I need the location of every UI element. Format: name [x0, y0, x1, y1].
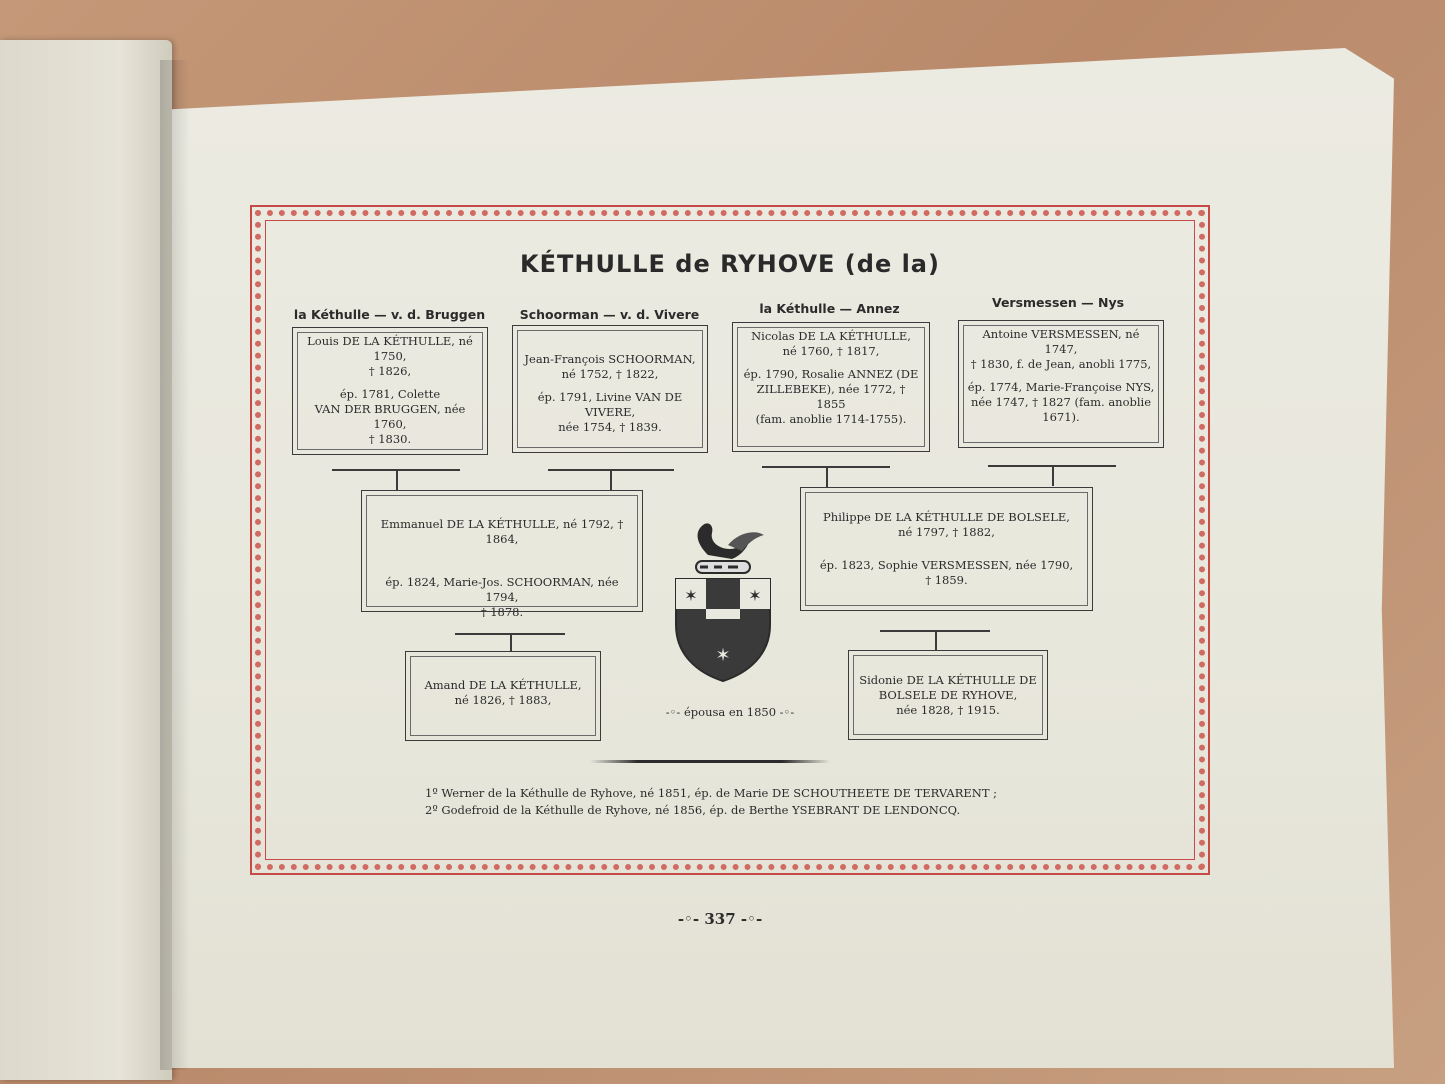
- page-title: KÉTHULLE de RYHOVE (de la): [520, 250, 940, 278]
- box-line: Antoine VERSMESSEN, né 1747,: [982, 327, 1140, 356]
- box-line: ZILLEBEKE), née 1772, † 1855: [756, 382, 906, 411]
- box-line: né 1760, † 1817,: [782, 344, 880, 358]
- coat-of-arms-icon: ✶ ✶ ✶: [675, 523, 771, 683]
- left-page: [0, 40, 172, 1080]
- box-line: † 1830.: [368, 432, 412, 446]
- couple-heading-2: Schoorman — v. d. Vivere: [519, 307, 700, 322]
- connector-stem: [826, 467, 828, 487]
- box-line: Jean-François SCHOORMAN,: [524, 352, 696, 366]
- box-line: ép. 1791, Livine VAN DE VIVERE,: [537, 390, 683, 419]
- box-line: née 1747, † 1827 (fam. anoblie: [970, 395, 1152, 409]
- box-line: Louis DE LA KÉTHULLE, né 1750,: [307, 334, 473, 363]
- box-line: Nicolas DE LA KÉTHULLE,: [751, 329, 911, 343]
- box-line: né 1826, † 1883,: [454, 693, 552, 707]
- decorative-border-pattern: [255, 210, 1205, 870]
- box-line: née 1754, † 1839.: [558, 420, 662, 434]
- child-box-emmanuel: Emmanuel DE LA KÉTHULLE, né 1792, † 1864…: [361, 490, 643, 619]
- svg-text:✶: ✶: [748, 586, 761, 605]
- box-line: † 1859.: [925, 573, 968, 587]
- couple-box-versmessen-nys: Antoine VERSMESSEN, né 1747, † 1830, f. …: [958, 320, 1164, 448]
- decorative-divider: [590, 760, 830, 763]
- connector-stem: [510, 634, 512, 652]
- couple-heading-3: la Kéthulle — Annez: [759, 301, 900, 316]
- box-line: BOLSELE DE RYHOVE,: [878, 688, 1018, 702]
- decorative-border-outer: [250, 205, 1210, 875]
- box-line: † 1878.: [480, 605, 524, 619]
- box-line: ép. 1823, Sophie VERSMESSEN, née 1790,: [819, 558, 1074, 572]
- grandchild-box-amand: Amand DE LA KÉTHULLE, né 1826, † 1883,: [405, 651, 601, 741]
- descendant-line-1: 1º Werner de la Kéthulle de Ryhove, né 1…: [425, 786, 998, 800]
- book-spine-shadow: [160, 60, 190, 1070]
- couple-box-la-kethulle-bruggen: Louis DE LA KÉTHULLE, né 1750, † 1826, é…: [292, 327, 488, 455]
- connector-stem: [935, 631, 937, 651]
- box-line: † 1830, f. de Jean, anobli 1775,: [970, 357, 1152, 371]
- marriage-note: -◦- épousa en 1850 -◦-: [665, 705, 795, 719]
- box-line: ép. 1781, Colette: [339, 387, 441, 401]
- box-line: né 1752, † 1822,: [561, 367, 659, 381]
- couple-heading-1: la Kéthulle — v. d. Bruggen: [293, 307, 486, 322]
- box-line: Sidonie DE LA KÉTHULLE DE: [859, 673, 1037, 687]
- box-line: ép. 1774, Marie-Françoise NYS,: [967, 380, 1155, 394]
- box-line: Philippe DE LA KÉTHULLE DE BOLSELE,: [823, 510, 1070, 524]
- couple-box-la-kethulle-annez: Nicolas DE LA KÉTHULLE, né 1760, † 1817,…: [732, 322, 930, 452]
- couple-heading-4: Versmessen — Nys: [991, 295, 1125, 310]
- grandchild-box-sidonie: Sidonie DE LA KÉTHULLE DE BOLSELE DE RYH…: [848, 650, 1048, 740]
- couple-box-schoorman-vivere: Jean-François SCHOORMAN, né 1752, † 1822…: [512, 325, 708, 453]
- box-line: ép. 1790, Rosalie ANNEZ (DE: [743, 367, 919, 381]
- connector-stem: [396, 470, 398, 490]
- box-line: Emmanuel DE LA KÉTHULLE, né 1792, † 1864…: [380, 517, 624, 546]
- svg-text:✶: ✶: [715, 645, 730, 666]
- box-line: ép. 1824, Marie-Jos. SCHOORMAN, née 1794…: [385, 575, 619, 604]
- descendant-line-2: 2º Godefroid de la Kéthulle de Ryhove, n…: [425, 803, 961, 817]
- box-line: née 1828, † 1915.: [896, 703, 1000, 717]
- right-page: [172, 48, 1394, 1068]
- svg-text:✶: ✶: [684, 586, 697, 605]
- box-line: (fam. anoblie 1714-1755).: [755, 412, 907, 426]
- page-number: -◦- 337 -◦-: [677, 910, 763, 928]
- child-box-philippe: Philippe DE LA KÉTHULLE DE BOLSELE, né 1…: [800, 487, 1093, 611]
- connector-stem: [1052, 466, 1054, 486]
- box-line: né 1797, † 1882,: [898, 525, 995, 539]
- box-line: 1671).: [1042, 410, 1080, 424]
- connector-stem: [610, 470, 612, 490]
- box-line: † 1826,: [368, 364, 412, 378]
- box-line: VAN DER BRUGGEN, née 1760,: [314, 402, 466, 431]
- decorative-border-inner: [265, 220, 1195, 860]
- box-line: Amand DE LA KÉTHULLE,: [424, 678, 582, 692]
